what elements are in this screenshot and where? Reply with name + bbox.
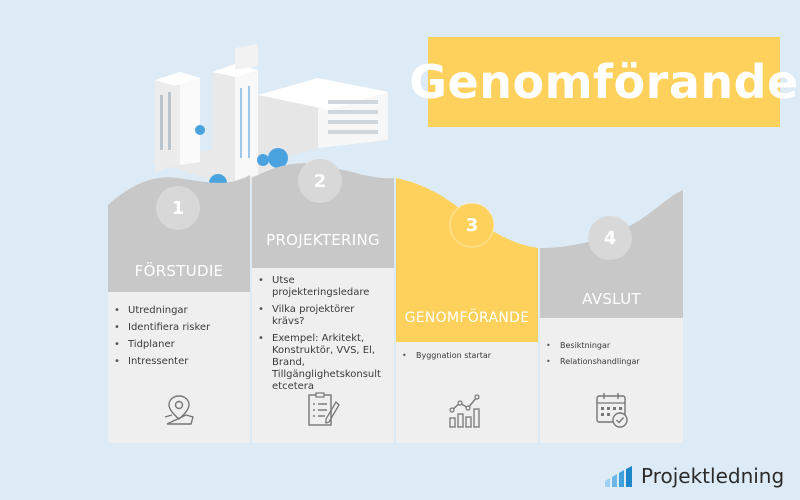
title-banner: Genomförande [409,37,798,127]
stage-4-number-badge: 4 [588,216,632,260]
stage-1-number-badge: 1 [156,186,200,230]
stage-2-title: PROJEKTERING [266,231,380,249]
tree-icons [195,125,288,200]
buildings-illustration [150,44,388,200]
stage-2-card: Utse projekteringsledare Vilka projektör… [252,268,394,443]
list-item: Exempel: Arkitekt, Konstruktör, VVS, El,… [252,333,390,393]
logo-text: Projektledning [641,464,785,488]
list-item: Relationshandlingar [540,354,683,370]
stage-1-card: Utredningar Identifiera risker Tidplaner… [108,292,250,443]
list-item: Byggnation startar [396,350,538,362]
list-item: Intressenter [108,353,250,370]
list-item: Identifiera risker [108,319,250,336]
list-item: Vilka projektörer krävs? [252,304,390,328]
projektledning-logo: Projektledning [603,463,784,489]
svg-text:1: 1 [172,198,185,219]
svg-text:3: 3 [466,215,479,236]
stage-3-list: Byggnation startar [396,342,538,362]
location-map-icon [164,395,194,425]
stage-3-title: GENOMFÖRANDE [404,310,530,326]
stage-1-list: Utredningar Identifiera risker Tidplaner… [108,292,250,370]
list-item: Besiktningar [540,338,683,354]
page-title: Genomförande [409,55,799,109]
svg-text:2: 2 [314,171,327,192]
stage-2-list: Utse projekteringsledare Vilka projektör… [252,268,394,393]
stage-2-number-badge: 2 [298,159,342,203]
stage-3-card: Byggnation startar [396,342,538,443]
calendar-check-icon [595,393,628,428]
stage-2-band [252,163,394,268]
stage-4-title: AVSLUT [582,290,641,308]
checklist-icon [308,392,340,426]
stage-4-card: Besiktningar Relationshandlingar [540,318,683,443]
growth-chart-icon [449,394,480,428]
stage-4-list: Besiktningar Relationshandlingar [540,318,683,370]
list-item: Utse projekteringsledare [252,275,390,299]
stage-3-band [396,178,538,342]
bar-chart-logo-icon [605,466,632,487]
svg-text:4: 4 [604,228,617,249]
stage-3-number-badge: 3 [449,202,495,248]
stage-1-band [108,175,250,292]
list-item: Tidplaner [108,336,250,353]
list-item: Utredningar [108,302,250,319]
stage-1-title: FÖRSTUDIE [134,262,224,280]
